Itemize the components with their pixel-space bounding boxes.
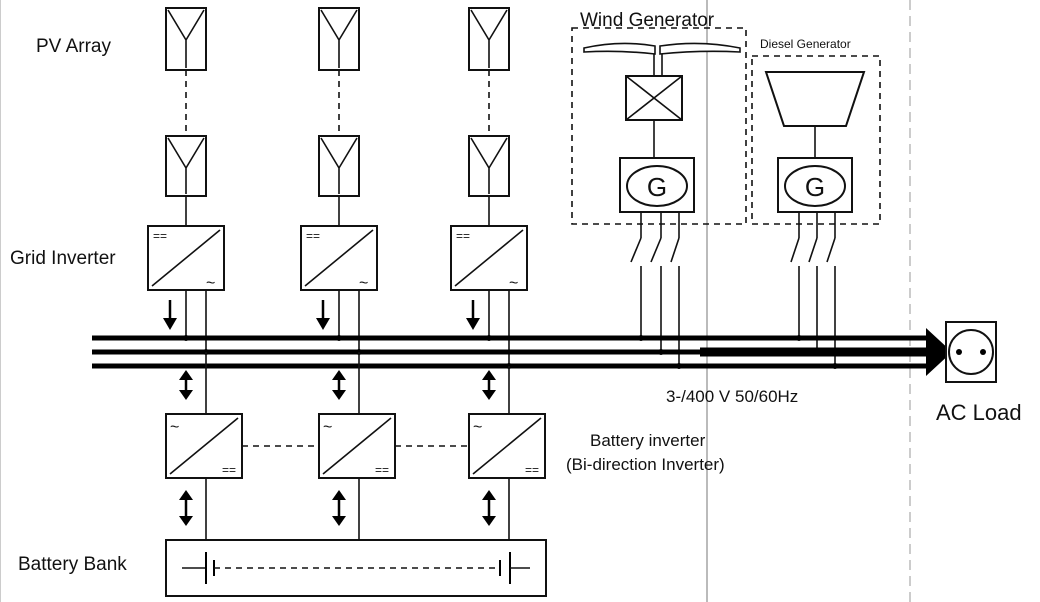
ac-load-label: AC Load	[936, 400, 1022, 425]
battery-inverter-3: ~ ==	[468, 413, 546, 479]
generator-g-icon	[626, 165, 688, 207]
svg-text:~: ~	[509, 275, 518, 292]
svg-text:==: ==	[222, 463, 236, 477]
generator-g-icon	[784, 165, 846, 207]
grid-inverter-1: == ~	[147, 225, 225, 292]
battery-bank-label: Battery Bank	[18, 554, 127, 575]
bus-arrow-head	[926, 328, 952, 376]
wind-blade-left	[583, 42, 656, 55]
pv-array-label: PV Array	[36, 36, 111, 57]
svg-text:~: ~	[206, 275, 215, 292]
svg-text:G: G	[647, 172, 667, 202]
pv-string-1	[165, 7, 207, 226]
ac-load	[945, 321, 997, 383]
diesel-engine-icon	[764, 71, 866, 127]
pv-diode-symbol	[167, 9, 205, 68]
svg-text:~: ~	[170, 419, 179, 436]
bus-voltage-label: 3-/400 V 50/60Hz	[666, 387, 798, 406]
svg-text:~: ~	[359, 275, 368, 292]
svg-text:==: ==	[375, 463, 389, 477]
ac-bus-3phase	[92, 328, 952, 376]
diesel-generator: G	[751, 55, 881, 238]
svg-text:G: G	[805, 172, 825, 202]
pv-string-2	[318, 7, 360, 226]
diesel-generator-switches	[790, 237, 836, 366]
svg-text:~: ~	[323, 419, 332, 436]
battery-inverter-2: ~ ==	[318, 413, 396, 479]
diesel-generator-label: Diesel Generator	[760, 37, 851, 51]
grid-inverter-2: == ~	[300, 225, 378, 292]
svg-text:==: ==	[456, 229, 470, 243]
grid-inverter-label: Grid Inverter	[10, 248, 116, 269]
wind-generator-label: Wind Generator	[580, 10, 715, 31]
bidirectional-arrows-top	[179, 352, 510, 414]
svg-text:~: ~	[473, 419, 482, 436]
grid-inverter-3: == ~	[450, 225, 528, 292]
wind-generator-switches	[630, 237, 680, 366]
battery-inverter-label: Battery inverter	[590, 431, 706, 450]
wind-blade-right	[659, 42, 741, 55]
wind-generator: G	[571, 27, 747, 238]
battery-inverter-sublabel: (Bi-direction Inverter)	[566, 455, 725, 474]
inverter-to-bus-arrows	[163, 290, 510, 366]
svg-text:==: ==	[525, 463, 539, 477]
svg-text:==: ==	[306, 229, 320, 243]
battery-inverter-1: ~ ==	[165, 413, 243, 479]
svg-text:==: ==	[153, 229, 167, 243]
pv-string-3	[468, 7, 510, 226]
bidirectional-arrows-bottom	[179, 478, 510, 540]
battery-bank	[165, 539, 547, 597]
